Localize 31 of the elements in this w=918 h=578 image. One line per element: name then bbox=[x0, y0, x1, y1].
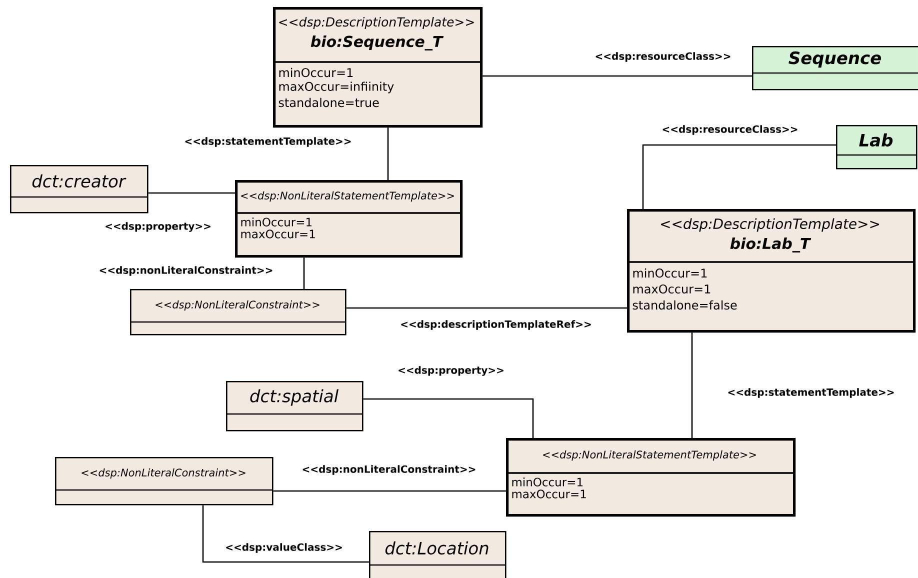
class-box: <<dsp:DescriptionTemplate>> bio:Lab_T minOccur=1 maxOccur=1 standalone=false bbox=[627, 209, 916, 333]
connector-line bbox=[387, 128, 389, 180]
connector-line bbox=[346, 307, 627, 309]
edge-label: <<dsp:statementTemplate>> bbox=[726, 387, 896, 399]
edge-label: <<dsp:nonLiteralConstraint>> bbox=[98, 265, 274, 277]
class-box: <<dsp:NonLiteralStatementTemplate>> minOccur=1 maxOccur=1 bbox=[506, 438, 796, 517]
edge-label: <<dsp:resourceClass>> bbox=[594, 51, 732, 63]
class-box: <<dsp:NonLiteralStatementTemplate>> minOccur=1 maxOccur=1 bbox=[235, 180, 463, 258]
connector-line bbox=[202, 505, 369, 563]
edge-label: <<dsp:property>> bbox=[396, 365, 506, 377]
class-box: Sequence bbox=[752, 46, 918, 90]
connector-line bbox=[482, 75, 752, 77]
class-box: dct:Location bbox=[369, 531, 506, 578]
connector-line bbox=[363, 398, 534, 438]
connector-line bbox=[273, 490, 506, 492]
edge-label: <<dsp:property>> bbox=[104, 221, 212, 233]
edge-label: <<dsp:resourceClass>> bbox=[660, 124, 800, 136]
class-box: Lab bbox=[836, 125, 918, 170]
connector-line bbox=[691, 332, 693, 438]
edge-label: <<dsp:nonLiteralConstraint>> bbox=[300, 464, 478, 476]
connector-line bbox=[642, 144, 836, 209]
class-box: <<dsp:DescriptionTemplate>> bio:Sequence_T minOccur=1 maxOccur=infiinity standalone=true bbox=[273, 7, 483, 128]
class-box: dct:spatial bbox=[226, 381, 364, 432]
connector-line bbox=[148, 192, 235, 194]
class-box: <<dsp:NonLiteralConstraint>> bbox=[130, 289, 346, 336]
edge-label: <<dsp:valueClass>> bbox=[224, 542, 344, 554]
edge-label: <<dsp:statementTemplate>> bbox=[183, 136, 353, 148]
class-box: <<dsp:NonLiteralConstraint>> bbox=[55, 457, 274, 506]
class-box: dct:creator bbox=[10, 165, 148, 214]
edge-label: <<dsp:descriptionTemplateRef>> bbox=[399, 319, 593, 331]
connector-line bbox=[303, 258, 305, 289]
